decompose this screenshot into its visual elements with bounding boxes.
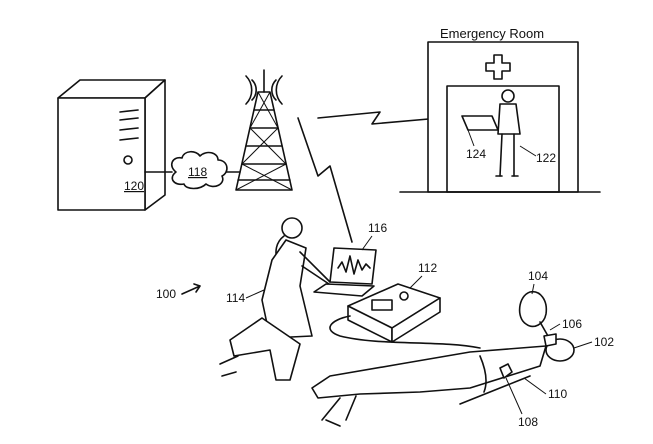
ref-118: 118 (188, 165, 207, 179)
cell-tower (236, 70, 292, 190)
ref-108: 108 (518, 415, 538, 429)
ref-120: 120 (124, 179, 144, 193)
server-tower (58, 80, 165, 210)
rescuer-laptop (314, 248, 376, 296)
ref-114: 114 (226, 291, 245, 305)
wireless-link-tower-to-laptop (298, 118, 352, 242)
ref-104: 104 (528, 269, 548, 283)
ref-112: 112 (418, 261, 437, 275)
patient-figure (312, 339, 574, 426)
ref-106: 106 (562, 317, 582, 331)
ref-102: 102 (594, 335, 614, 349)
ref-116: 116 (368, 221, 387, 235)
doctor-laptop (462, 116, 498, 130)
emergency-room-title: Emergency Room (440, 26, 544, 41)
ref-100: 100 (156, 287, 176, 301)
ref-100-arrow (182, 284, 200, 294)
emergency-room-building (400, 42, 600, 192)
bag-valve-mask (520, 292, 556, 346)
wireless-link-tower-to-er (318, 112, 440, 124)
ref-110: 110 (548, 387, 567, 401)
ref-124: 124 (466, 147, 486, 161)
ref-122: 122 (536, 151, 556, 165)
